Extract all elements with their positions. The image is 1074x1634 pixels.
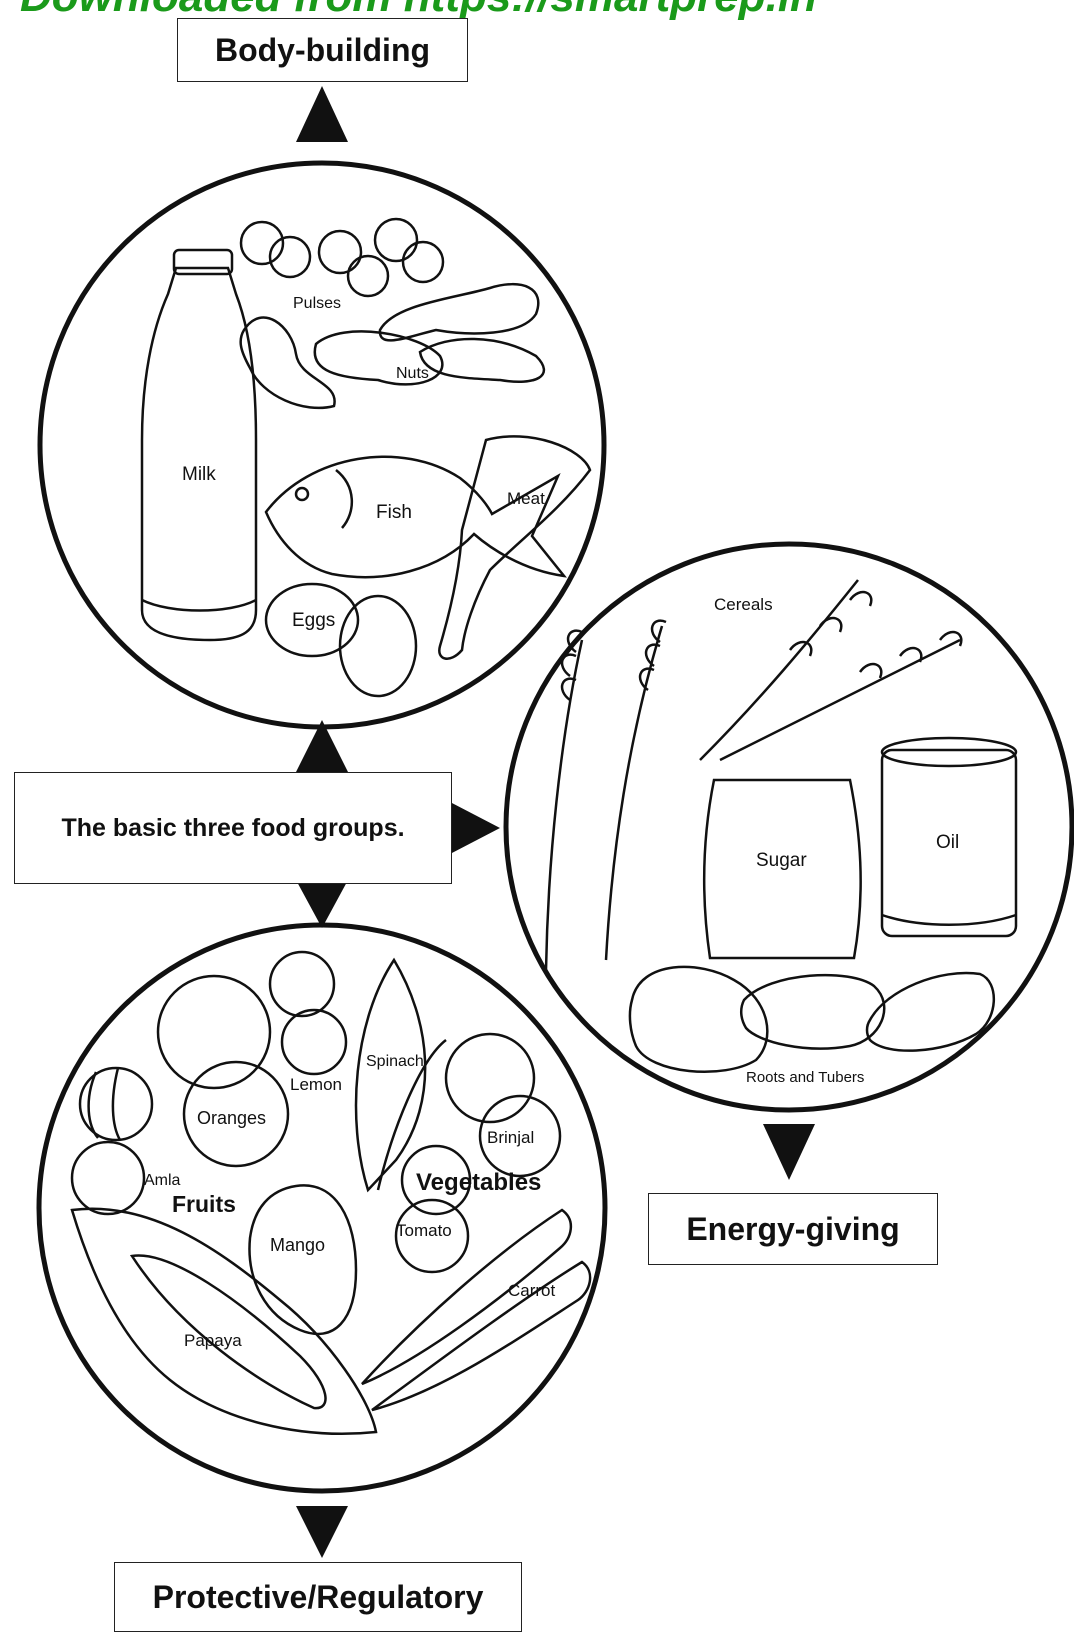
arrow-right-center-icon: [450, 802, 500, 854]
label-spinach: Spinach: [366, 1053, 424, 1070]
label-oil: Oil: [936, 832, 959, 853]
label-amla: Amla: [144, 1172, 181, 1189]
label-oranges: Oranges: [197, 1108, 266, 1128]
label-meat: Meat: [507, 489, 545, 508]
orange-icon: [158, 976, 270, 1088]
label-cereals: Cereals: [714, 595, 773, 614]
energy-giving-circle: Cereals Sugar Oil Roots and Tubers: [506, 544, 1072, 1110]
arrow-down-center-icon: [296, 880, 348, 928]
papaya-icon: [72, 1209, 376, 1434]
energy-giving-box: Energy-giving: [648, 1193, 938, 1265]
body-building-box: Body-building: [177, 18, 468, 82]
label-roots-tubers: Roots and Tubers: [746, 1069, 864, 1086]
lemon-icon: [282, 1010, 346, 1074]
protective-circle: Spinach Lemon Oranges Brinjal Amla Veget…: [39, 925, 605, 1491]
body-building-circle: Pulses Nuts Milk Fish Meat Eggs: [40, 163, 604, 727]
label-papaya: Papaya: [184, 1331, 242, 1350]
label-carrot: Carrot: [508, 1281, 556, 1300]
label-eggs: Eggs: [292, 610, 335, 631]
label-pulses: Pulses: [293, 295, 341, 312]
center-label-box: The basic three food groups.: [14, 772, 452, 884]
label-brinjal: Brinjal: [487, 1128, 534, 1147]
label-sugar: Sugar: [756, 850, 807, 871]
spinach-icon: [356, 960, 425, 1190]
label-milk: Milk: [182, 464, 216, 485]
protective-box: Protective/Regulatory: [114, 1562, 522, 1632]
meat-icon: [439, 436, 590, 658]
label-mango: Mango: [270, 1235, 325, 1255]
label-tomato: Tomato: [396, 1221, 452, 1240]
label-nuts: Nuts: [396, 365, 429, 382]
label-lemon: Lemon: [290, 1075, 342, 1094]
cereal-stalk-icon: [546, 640, 582, 970]
mango-icon: [249, 1185, 356, 1334]
label-vegetables: Vegetables: [416, 1169, 541, 1196]
milk-bottle-icon: [142, 268, 256, 640]
arrow-down-energy-icon: [763, 1124, 815, 1180]
potato-icon: [630, 967, 767, 1072]
label-fruits: Fruits: [172, 1191, 236, 1217]
label-fish: Fish: [376, 502, 412, 523]
arrow-up-top-icon: [296, 86, 348, 142]
fish-icon: [266, 457, 564, 577]
arrow-down-protective-icon: [296, 1506, 348, 1558]
